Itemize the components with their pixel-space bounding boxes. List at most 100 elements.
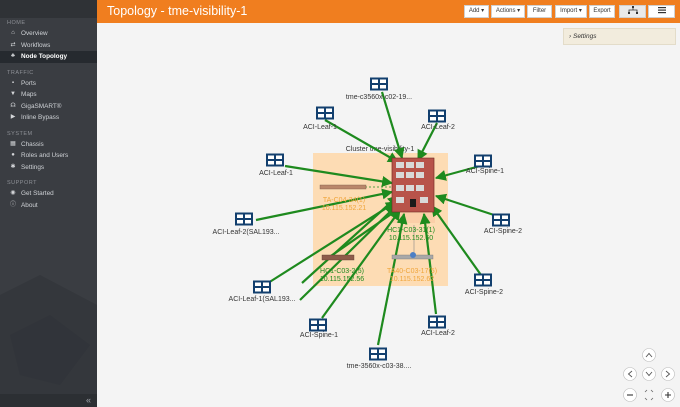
collapse-sidebar-button[interactable]: « [0, 394, 97, 407]
device-spine-r1-icon[interactable] [474, 154, 492, 168]
node-hc1-c03-31-ports [396, 162, 428, 207]
actions-button[interactable]: Actions ▾ [491, 5, 525, 18]
device-label: ACI-Leaf-2(SAL193... [213, 229, 280, 236]
link-spine-r2 [434, 193, 495, 217]
sidebar-item-inline-bypass[interactable]: ▶Inline Bypass [0, 112, 97, 124]
section-traffic: TRAFFIC [7, 69, 34, 76]
nav-support: ◉Get Started ⓘ About [0, 188, 97, 211]
link-leaf-l2 [255, 188, 394, 222]
zoom-in-button[interactable] [661, 388, 675, 402]
sidebar-item-label: Get Started [21, 190, 54, 197]
sidebar-item-label: Workflows [21, 41, 51, 49]
device-label: ACI-Leaf-2 [421, 330, 455, 337]
link-leaf-l [284, 164, 394, 187]
device-label: tme-c3560x-c02-19... [346, 94, 412, 101]
device-spine-bl-icon[interactable] [309, 318, 327, 332]
device-leaf-l-icon[interactable] [266, 153, 284, 167]
sidebar-item-overview[interactable]: ⌂Overview [0, 28, 97, 40]
device-leaf-tl-icon[interactable] [316, 106, 334, 120]
device-top1-icon[interactable] [370, 77, 388, 91]
sidebar-item-settings[interactable]: ✱Settings [0, 162, 97, 174]
device-leaf-tr-icon[interactable] [428, 109, 446, 123]
device-bottom-icon[interactable] [369, 347, 387, 361]
header-bar: Topology - tme-visibility-1 Add ▾ Action… [97, 0, 680, 23]
nav-traffic: ▪ Ports ▼Maps ☊GigaSMART® ▶Inline Bypass [0, 78, 97, 124]
device-label: ACI-Leaf-1 [303, 124, 337, 131]
link-spine-r1 [434, 164, 481, 181]
user-icon: ● [11, 152, 15, 158]
decorative-pattern [0, 275, 97, 394]
device-label: ACI-Spine-2 [465, 289, 503, 296]
list-icon [657, 7, 666, 14]
sidebar-item-roles-users[interactable]: ●Roles and Users [0, 150, 97, 162]
ports-icon: ▪ [11, 79, 15, 86]
fit-view-button[interactable] [644, 389, 654, 401]
sidebar-item-label: Ports [21, 79, 36, 87]
topology-icon: ♣ [11, 53, 15, 59]
link-top1 [380, 91, 405, 160]
pan-down-button[interactable] [642, 367, 656, 381]
sidebar-item-about[interactable]: ⓘ About [0, 200, 97, 212]
link-bottom [376, 212, 408, 346]
nav-system: ▦Chassis ●Roles and Users ✱Settings [0, 139, 97, 174]
settings-panel-toggle[interactable]: › Settings [563, 28, 676, 45]
sidebar-item-label: About [21, 201, 38, 209]
zoom-out-button[interactable] [623, 388, 637, 402]
sidebar: HOME ⌂Overview ⇄Workflows ♣Node Topology… [0, 0, 97, 407]
pan-up-button[interactable] [642, 348, 656, 362]
node-hc1-c03-2-device[interactable] [321, 254, 355, 261]
device-label: ACI-Leaf-1 [259, 170, 293, 177]
sidebar-item-maps[interactable]: ▼Maps [0, 89, 97, 101]
sidebar-item-label: Node Topology [21, 53, 68, 60]
link-leaf-tr [417, 122, 438, 161]
export-button[interactable]: Export [589, 5, 615, 18]
sidebar-item-chassis[interactable]: ▦Chassis [0, 139, 97, 151]
sidebar-item-get-started[interactable]: ◉Get Started [0, 188, 97, 200]
device-label: ACI-Spine-1 [300, 332, 338, 339]
chevron-right-icon: › [569, 33, 572, 40]
node-label: TA40-C03-17(5) [387, 268, 437, 275]
node-label: HC1-C03-31(1) [387, 227, 435, 234]
sidebar-item-ports[interactable]: ▪ Ports [0, 78, 97, 90]
sidebar-item-label: Inline Bypass [21, 114, 60, 121]
device-label: ACI-Leaf-2 [421, 124, 455, 131]
gigasmart-icon: ☊ [10, 102, 16, 109]
filter-button[interactable]: Filter [527, 5, 552, 18]
node-ta-c04-34-device[interactable] [319, 184, 367, 190]
info-icon: ⓘ [9, 201, 16, 208]
expand-icon [644, 389, 654, 401]
device-label: tme-3560x-c03-38.... [347, 363, 412, 370]
nav-home: ⌂Overview ⇄ Workflows ♣ Node Topology [0, 28, 97, 63]
device-leaf-l3-icon[interactable] [253, 280, 271, 294]
chevron-left-icon [627, 370, 633, 378]
device-spine-r3-icon[interactable] [474, 273, 492, 287]
import-button[interactable]: Import ▾ [555, 5, 587, 18]
workflow-icon: ⇄ [10, 41, 16, 48]
link-leaf-br [419, 212, 438, 315]
device-leaf-br-icon[interactable] [428, 315, 446, 329]
pan-right-button[interactable] [661, 367, 675, 381]
home-icon: ⌂ [11, 30, 15, 36]
list-view-button[interactable] [648, 5, 675, 18]
node-ip: 10.115.152.21 [322, 205, 366, 212]
link-spine-bl [321, 209, 401, 319]
node-ip: 10.115.152.60 [389, 235, 433, 242]
node-label: HC1-C03-2(5) [320, 268, 364, 275]
sidebar-item-workflows[interactable]: ⇄ Workflows [0, 40, 97, 52]
links [255, 91, 495, 346]
chassis-icon: ▦ [10, 140, 16, 147]
device-spine-r2-icon[interactable] [492, 213, 510, 227]
section-support: SUPPORT [7, 180, 37, 186]
sidebar-item-node-topology[interactable]: ♣ Node Topology [0, 51, 97, 63]
device-label: ACI-Spine-1 [466, 168, 504, 175]
chevron-up-icon [645, 352, 653, 358]
device-leaf-l2-icon[interactable] [235, 212, 253, 226]
add-button[interactable]: Add ▾ [464, 5, 489, 18]
device-label: ACI-Spine-2 [484, 228, 522, 235]
node-ta40-status-icon [410, 252, 416, 258]
topology-view-button[interactable] [619, 5, 646, 18]
sidebar-item-gigasmart[interactable]: ☊GigaSMART® [0, 101, 97, 113]
pan-left-button[interactable] [623, 367, 637, 381]
brand-bar [0, 0, 97, 18]
